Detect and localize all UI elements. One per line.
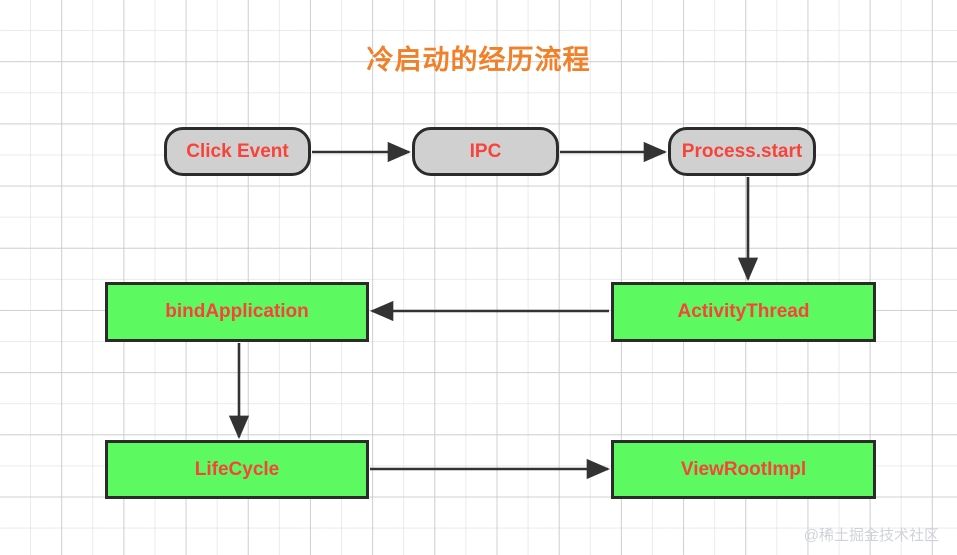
node-label: IPC bbox=[469, 140, 502, 162]
node-label: ViewRootImpl bbox=[680, 458, 807, 480]
node-view-root-impl[interactable]: ViewRootImpl bbox=[611, 440, 876, 499]
node-process-start[interactable]: Process.start bbox=[668, 127, 816, 176]
node-label: Process.start bbox=[681, 140, 803, 162]
node-label: bindApplication bbox=[165, 301, 309, 322]
node-label: ActivityThread bbox=[677, 301, 810, 322]
node-ipc[interactable]: IPC bbox=[412, 127, 559, 176]
node-bind-application[interactable]: bindApplication bbox=[105, 282, 369, 342]
node-click-event[interactable]: Click Event bbox=[164, 127, 311, 176]
watermark: @稀土掘金技术社区 bbox=[803, 527, 939, 544]
node-life-cycle[interactable]: LifeCycle bbox=[105, 440, 369, 499]
node-activity-thread[interactable]: ActivityThread bbox=[611, 282, 876, 342]
node-label: LifeCycle bbox=[194, 458, 280, 480]
page-title: 冷启动的经历流程 bbox=[366, 45, 591, 75]
node-label: Click Event bbox=[186, 140, 289, 162]
